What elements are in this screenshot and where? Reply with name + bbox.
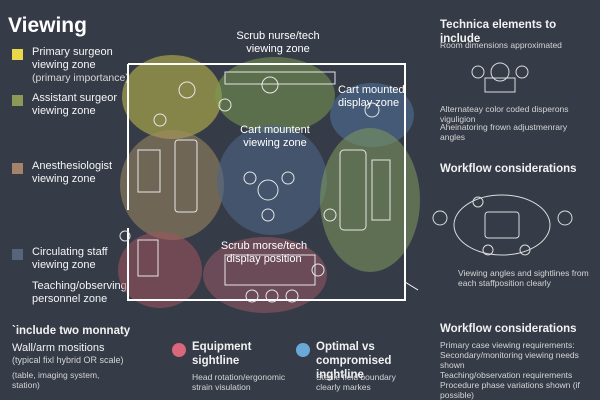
display-bottom — [224, 254, 316, 286]
legend-label: Teaching/observing personnel zone — [32, 280, 127, 305]
legend-swatch-primary — [12, 49, 23, 60]
zone-label-scrub-bottom: Scrub morse/tech display position — [220, 240, 308, 265]
legend-teaching: Teaching/observing personnel zone — [32, 280, 142, 306]
bullet-item: Procedure phase variations shown (if pos… — [440, 380, 580, 400]
optimal-sightline-dot — [296, 343, 310, 357]
bullet-item: Primary case viewing requirements: — [440, 340, 575, 350]
cart-bottom-left — [137, 239, 159, 277]
wall-arm-label: Wall/arm mositions — [12, 342, 105, 354]
page-title: Viewing — [8, 14, 87, 37]
legend-label: Anesthesiologist viewing zone — [32, 160, 113, 185]
zone-scrub-bottom — [203, 237, 327, 313]
adjustment-angles-text: Aheinatoring frown adjustmenrary angles — [440, 122, 568, 142]
zone-cart-right — [330, 83, 414, 147]
zone-assistant-right — [320, 128, 420, 272]
zone-anesthesiologist — [120, 130, 224, 240]
include-title: `include two monnaty — [12, 325, 131, 337]
or-table-left — [174, 139, 198, 213]
room-walls — [127, 63, 406, 301]
zone-primary-surgeon — [122, 55, 222, 139]
wall-arm-sub: (typical fixl hybrid OR scale) — [12, 355, 124, 365]
legend-swatch-circulating — [12, 249, 23, 260]
optimal-sightline-label: Optimal vs compromised inghtline — [316, 341, 392, 381]
tech-elements-title: Technica elements to include — [440, 19, 557, 45]
workflow-title: Workflow considerations — [440, 163, 577, 175]
optimal-note: Sterile field boundary clearly markes — [316, 372, 396, 392]
legend-label: Assistant surgeor viewing zone — [32, 92, 117, 117]
tech-diagram-box — [484, 77, 516, 93]
bullet-item: Teaching/observation requirements — [440, 370, 573, 380]
legend-sub: (primary importance) — [32, 72, 129, 84]
zone-scrub-top — [215, 57, 335, 133]
angles-text: Viewing angles and sightlines from each … — [458, 268, 589, 288]
zone-label-cart-center: Cart mountent viewing zone — [240, 124, 310, 149]
alt-color-text: Alternateay color coded disperons viguli… — [440, 104, 569, 124]
legend-label: Primary surgeon viewing zone — [32, 46, 113, 71]
legend-circulating-staff: Circulating staff viewing zone — [12, 246, 144, 272]
equipment-note: Head rotation/ergonomic strain visulatio… — [192, 372, 286, 392]
zone-label-scrub-top: Scrub nurse/tech viewing zone — [236, 30, 320, 55]
workflow-bullets: Primary case viewing requirements: Secon… — [440, 340, 596, 400]
zone-teaching — [118, 232, 202, 308]
monitor-right — [371, 159, 391, 221]
workflow-title-2: Workflow considerations — [440, 323, 577, 335]
table-note: (table, imaging system, station) — [12, 370, 100, 390]
legend-anesthesiologist: Anesthesiologist viewing zone — [12, 160, 144, 186]
room-dimensions-text: Room dimensions approximated — [440, 40, 562, 50]
equipment-sightline-label: Equipment sightline — [192, 341, 252, 367]
door-swing — [404, 281, 419, 291]
bullet-item: Secondary/monitoring viewing needs shown — [440, 350, 579, 370]
equipment-sightline-dot — [172, 343, 186, 357]
legend-swatch-assistant — [12, 95, 23, 106]
zone-cart-center — [217, 125, 327, 235]
legend-label: Circulating staff viewing zone — [32, 246, 108, 271]
legend-primary-surgeon: Primary surgeon viewing zone (primary im… — [12, 46, 142, 85]
legend-assistant-surgeon: Assistant surgeor viewing zone — [12, 92, 144, 118]
equipment-left — [137, 149, 161, 193]
zone-label-cart-right: Cart mounted display zone — [338, 84, 405, 109]
legend-swatch-anesthesiologist — [12, 163, 23, 174]
table-top — [224, 71, 336, 85]
or-table-right — [339, 149, 367, 231]
workflow-diagram-outline — [453, 194, 551, 256]
